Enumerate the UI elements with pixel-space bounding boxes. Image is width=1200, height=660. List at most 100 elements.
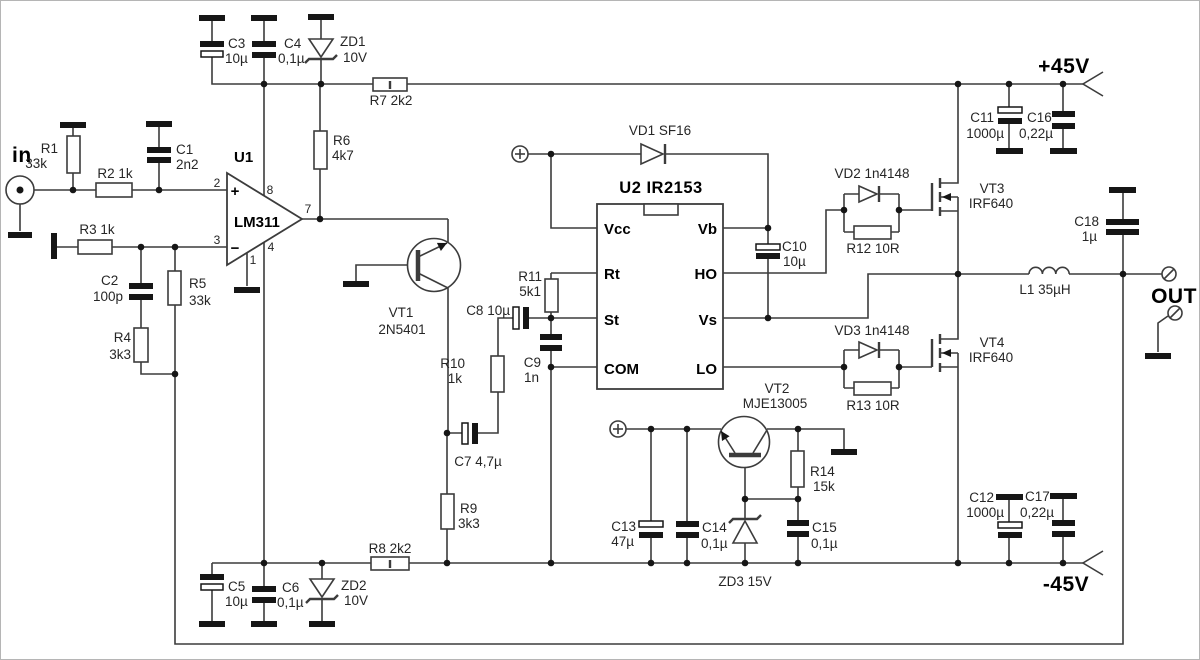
diode-vd3 [858,340,881,360]
wires-psu-caps [1008,84,1064,563]
vneg-rail-arrow [1081,550,1104,576]
capacitor-c2 [129,283,153,300]
capacitor-c7 [461,422,478,445]
u1-inv-sign: − [231,240,240,257]
capacitor-c6 [252,586,276,603]
capacitor-c5 [200,574,224,591]
r1-value-label: 33k [25,156,47,171]
output-terminal [1161,266,1177,282]
ground-bar [1145,353,1171,359]
vd1-label: VD1 SF16 [629,123,691,138]
u1-pin7-number: 7 [305,202,312,216]
u2-pin-vb: Vb [698,221,717,238]
ground-bar [1050,148,1077,154]
capacitor-c12 [997,521,1023,538]
r7-label: R7 2k2 [370,93,413,108]
wires-vt2-regulator [626,428,845,563]
transistor-vt1 [406,237,462,293]
vt3-part-label: IRF640 [969,196,1013,211]
c2-ref-label: C2 [101,273,118,288]
u2-pin-rt: Rt [604,266,620,283]
wires-top-rail [211,20,1083,219]
r6-value-label: 4k7 [332,148,354,163]
c11-value-label: 1000µ [966,126,1004,141]
ground-bar [309,621,335,627]
resistor-r12 [853,225,892,240]
u1-pin8-number: 8 [267,183,274,197]
c2-value-label: 100p [93,289,123,304]
c15-value-label: 0,1µ [811,536,838,551]
r6-ref-label: R6 [333,133,350,148]
vt4-ref-label: VT4 [980,335,1005,350]
vcc-plus-terminal [511,145,529,163]
zd1-value-label: 10V [343,50,367,65]
junction-dots [69,80,1127,567]
zener-zd1 [304,38,338,64]
c9-ref-label: C9 [524,355,541,370]
ground-bar [1050,493,1077,499]
r12-label: R12 10R [846,241,900,256]
ground-bar [308,14,334,20]
u1-pin3-number: 3 [214,233,221,247]
r10-ref-label: R10 [440,356,465,371]
resistor-r9 [440,493,455,530]
ground-bar [996,148,1023,154]
c12-value-label: 1000µ [966,505,1004,520]
resistor-r14 [790,450,805,488]
input-jack [5,175,35,205]
wires-output-filter [959,193,1169,352]
vt4-part-label: IRF640 [969,350,1013,365]
c17-value-label: 0,22µ [1020,505,1054,520]
capacitor-c11 [997,106,1023,124]
wires-input-stage [19,127,1124,645]
c3-value-label: 10µ [225,51,248,66]
ground-bar [1109,187,1136,193]
c6-ref-label: C6 [282,580,299,595]
vneg-rail-label: -45V [1043,573,1089,596]
r13-label: R13 10R [846,398,900,413]
c10-value-label: 10µ [783,254,806,269]
vt2-ref-label: VT2 [765,381,790,396]
c8-label: C8 10µ [466,303,510,318]
ground-bar [51,233,57,259]
r3-label: R3 1k [79,222,115,237]
capacitor-c14 [676,521,699,538]
u2-pin-vcc: Vcc [604,221,631,238]
vd2-label: VD2 1n4148 [834,166,909,181]
r2-label: R2 1k [97,166,133,181]
capacitor-c16 [1052,111,1075,129]
vt2-part-label: MJE13005 [743,396,808,411]
resistor-r11 [544,278,559,313]
ground-bar [343,281,369,287]
resistor-r4 [133,327,149,363]
c4-value-label: 0,1µ [278,51,305,66]
u2-pin-com: COM [604,361,639,378]
c10-ref-label: C10 [782,239,807,254]
c13-ref-label: C13 [611,519,636,534]
wires-mosfets [941,84,959,563]
inductor-l1 [1028,266,1070,275]
ground-bar [199,15,225,21]
c7-label: C7 4,7µ [454,454,502,469]
u1-pin4-number: 4 [268,240,275,254]
u1-noninv-sign: + [231,183,240,200]
capacitor-c15 [787,520,809,537]
capacitor-c10 [755,243,781,259]
ground-bars [8,14,1171,627]
l1-label: L1 35µH [1019,282,1070,297]
r9-value-label: 3k3 [458,516,480,531]
zd2-ref-label: ZD2 [341,578,367,593]
resistor-r13 [853,381,892,396]
c18-value-label: 1µ [1082,229,1098,244]
wires-u1 [246,218,449,563]
r4-value-label: 3k3 [109,347,131,362]
c16-ref-label: C16 [1027,110,1052,125]
resistor-r6 [313,130,328,170]
u1-part-label: LM311 [234,214,280,231]
resistor-r5 [167,270,182,306]
u1-pin1-number: 1 [250,253,257,267]
ground-bar [831,449,857,455]
u1-pin2-number: 2 [214,176,221,190]
vd3-label: VD3 1n4148 [834,323,909,338]
vpos-rail-arrow [1081,71,1104,97]
